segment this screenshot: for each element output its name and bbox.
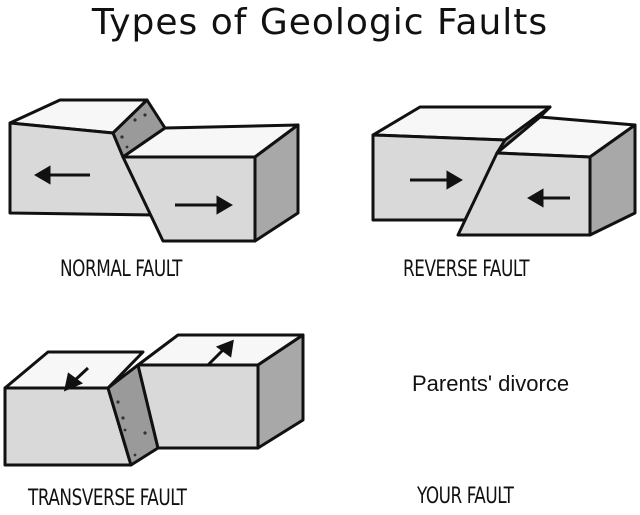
transverse-fault-caption: TRANSVERSE FAULT <box>28 486 187 511</box>
arrow-left-icon <box>527 188 570 208</box>
arrow-down-left-icon <box>63 366 90 392</box>
reverse-fault-diagram <box>371 105 637 237</box>
normal-fault-caption: NORMAL FAULT <box>60 257 183 282</box>
page-title: Types of Geologic Faults <box>91 2 549 43</box>
arrow-right-icon <box>410 170 463 190</box>
parents-divorce-label: Parents' divorce <box>412 371 570 396</box>
your-fault-caption: YOUR FAULT <box>417 484 514 509</box>
arrow-up-right-icon <box>206 339 234 367</box>
arrow-left-icon <box>34 165 90 185</box>
arrow-right-icon <box>175 195 233 215</box>
normal-fault-diagram <box>8 98 300 243</box>
transverse-fault-diagram <box>3 333 305 467</box>
reverse-fault-caption: REVERSE FAULT <box>403 257 530 282</box>
